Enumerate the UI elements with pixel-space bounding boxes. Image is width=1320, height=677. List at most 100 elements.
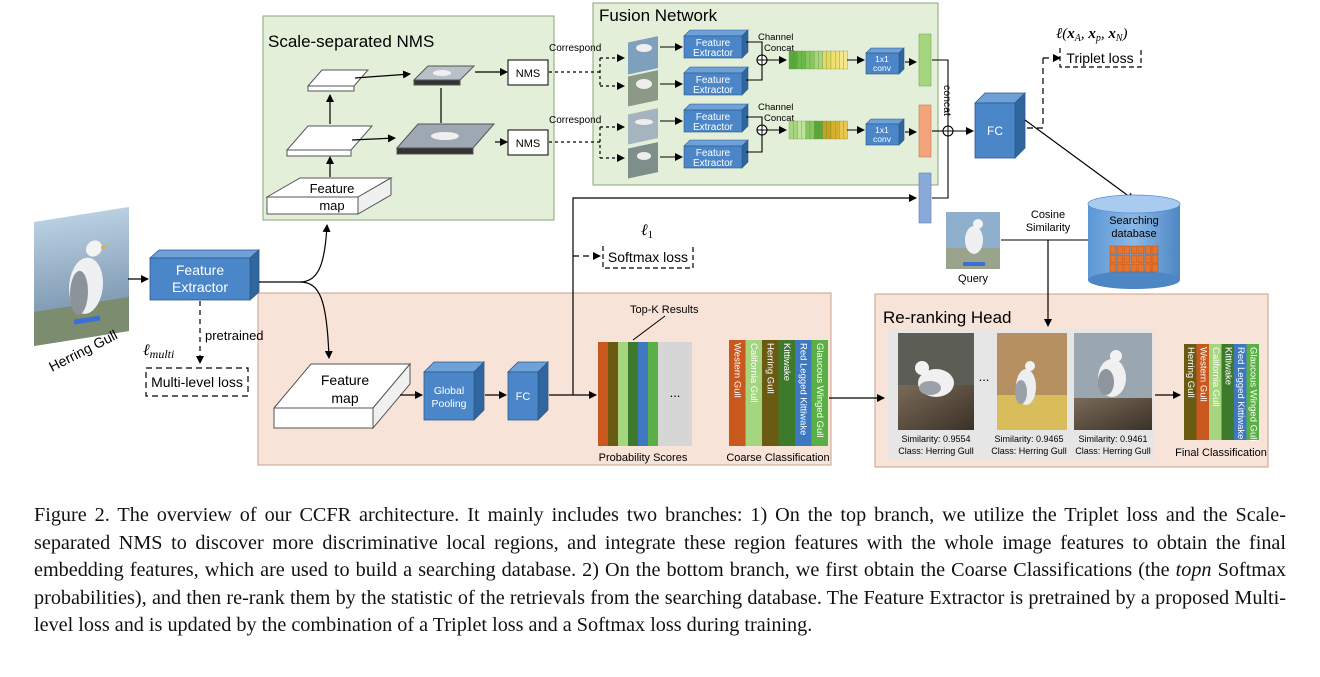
cosine-label-1: Cosine [1031, 209, 1065, 221]
coarse-bar [745, 340, 762, 446]
feature-channel [788, 50, 794, 70]
fusion-fe-label: Feature [696, 112, 731, 123]
pooling-label-1: Global [434, 385, 464, 397]
feature-channel [809, 50, 815, 70]
correspond-top: Correspond [549, 43, 601, 54]
softmax-loss-box [602, 246, 694, 269]
database-record [1151, 245, 1159, 255]
embedding-vector-green [918, 33, 932, 87]
feature-channel [805, 50, 811, 70]
bottom-fm-label-1: Feature [321, 372, 369, 388]
top-k-pointer [632, 315, 666, 341]
concat-feature-strips [788, 50, 848, 140]
final-classification-label: Final Classification [1175, 447, 1267, 459]
feature-channel [797, 120, 802, 140]
fusion-concat-wires [932, 59, 949, 199]
fusion-feature-extractors: FeatureExtractorFeatureExtractorFeatureE… [660, 29, 749, 169]
feature-channel [822, 50, 827, 70]
retrieval-ellipsis: ... [979, 369, 990, 384]
correspond-links [549, 54, 625, 162]
triplet-loss-label: Triplet loss [1066, 50, 1133, 66]
retrieval-1-similarity: Similarity: 0.9554 [901, 434, 970, 444]
final-class-label: Red Legged Kittiwake [1235, 347, 1246, 439]
concat-label: concat [941, 85, 953, 116]
conv-bot-label-2: conv [873, 134, 892, 144]
triplet-link [1027, 58, 1044, 129]
nms-box-top-label: NMS [516, 68, 540, 80]
multi-level-loss-box [145, 367, 249, 397]
fusion-fe-label: Extractor [693, 85, 734, 96]
pooling-label-2: Pooling [431, 398, 466, 410]
final-class-label: Western Gull [1198, 347, 1209, 402]
probability-bar [628, 342, 638, 446]
final-class-label: Kittiwake [1223, 347, 1234, 385]
coarse-bar [729, 340, 746, 446]
feature-channel [809, 120, 815, 140]
coarse-class-label: California Gull [748, 343, 759, 403]
feature-channel [814, 50, 819, 70]
nms-feature-map: Feature map [265, 177, 393, 215]
database-record [1109, 245, 1117, 255]
conv-bot-label-1: 1x1 [875, 125, 889, 135]
fusion-crop-birds [635, 44, 653, 160]
feature-channel [835, 50, 840, 70]
feature-channel [801, 120, 806, 140]
bottom-fc-label: FC [516, 391, 531, 403]
top-k-label: Top-K Results [630, 304, 699, 316]
retrieval-image-3 [1074, 333, 1152, 430]
nms-fm-label-2: map [319, 198, 344, 213]
main-feature-extractor: Feature Extractor [148, 249, 261, 301]
query-image [946, 212, 1000, 269]
coarse-classification-label: Coarse Classification [726, 452, 829, 464]
coarse-class-label: Western Gull [731, 343, 742, 398]
triplet-formula: ℓ(xA, xp, xN) [1056, 26, 1128, 44]
query-label: Query [958, 273, 988, 285]
feature-strip-bottom [788, 120, 848, 140]
final-bar [1184, 344, 1197, 440]
main-fe-label-1: Feature [176, 262, 224, 278]
nms-layer-top-front [307, 85, 355, 92]
final-class-label: Herring Gull [1185, 347, 1196, 398]
softmax-loss-label: Softmax loss [608, 249, 688, 265]
database-record [1151, 254, 1159, 264]
feature-channel [826, 50, 832, 70]
top-fc-label: FC [987, 124, 1003, 138]
fusion-fe-label: Feature [696, 38, 731, 49]
bottom-fc: FC [507, 361, 549, 421]
coarse-class-label: Red Legged Kittiwake [797, 343, 808, 435]
final-bar [1221, 344, 1234, 440]
feature-channel [805, 120, 811, 140]
retrieval-2-similarity: Similarity: 0.9465 [994, 434, 1063, 444]
channel-concat-top-1: Channel [758, 32, 793, 43]
bottom-fm-label-2: map [331, 390, 358, 406]
retrieval-3-similarity: Similarity: 0.9461 [1078, 434, 1147, 444]
channel-concat-top-2: Concat [764, 43, 794, 54]
embedding-vector-orange [918, 104, 932, 158]
feature-channel [830, 120, 836, 140]
conv-top: 1x1 conv [865, 47, 905, 75]
probability-bar [618, 342, 628, 446]
probability-scores-bars: ... [598, 342, 692, 446]
final-bar [1234, 344, 1247, 440]
caption-part-1: Figure 2. The overview of our CCFR archi… [34, 504, 1286, 581]
database-record [1116, 245, 1124, 255]
database-record [1144, 263, 1152, 273]
database-record [1144, 245, 1152, 255]
feature-channel [835, 120, 840, 140]
database-record [1109, 254, 1117, 264]
probability-bar [608, 342, 618, 446]
nms-fm-label-1: Feature [310, 181, 355, 196]
database-record [1109, 263, 1117, 273]
coarse-class-label: Kittiwake [781, 343, 792, 381]
l1-label: ℓ1 [641, 222, 653, 241]
fusion-fe-label: Feature [696, 148, 731, 159]
probability-bar-rest [658, 342, 692, 446]
cosine-label-2: Similarity [1026, 222, 1071, 234]
main-fe-label-2: Extractor [172, 279, 228, 295]
fusion-fe-label: Feature [696, 75, 731, 86]
